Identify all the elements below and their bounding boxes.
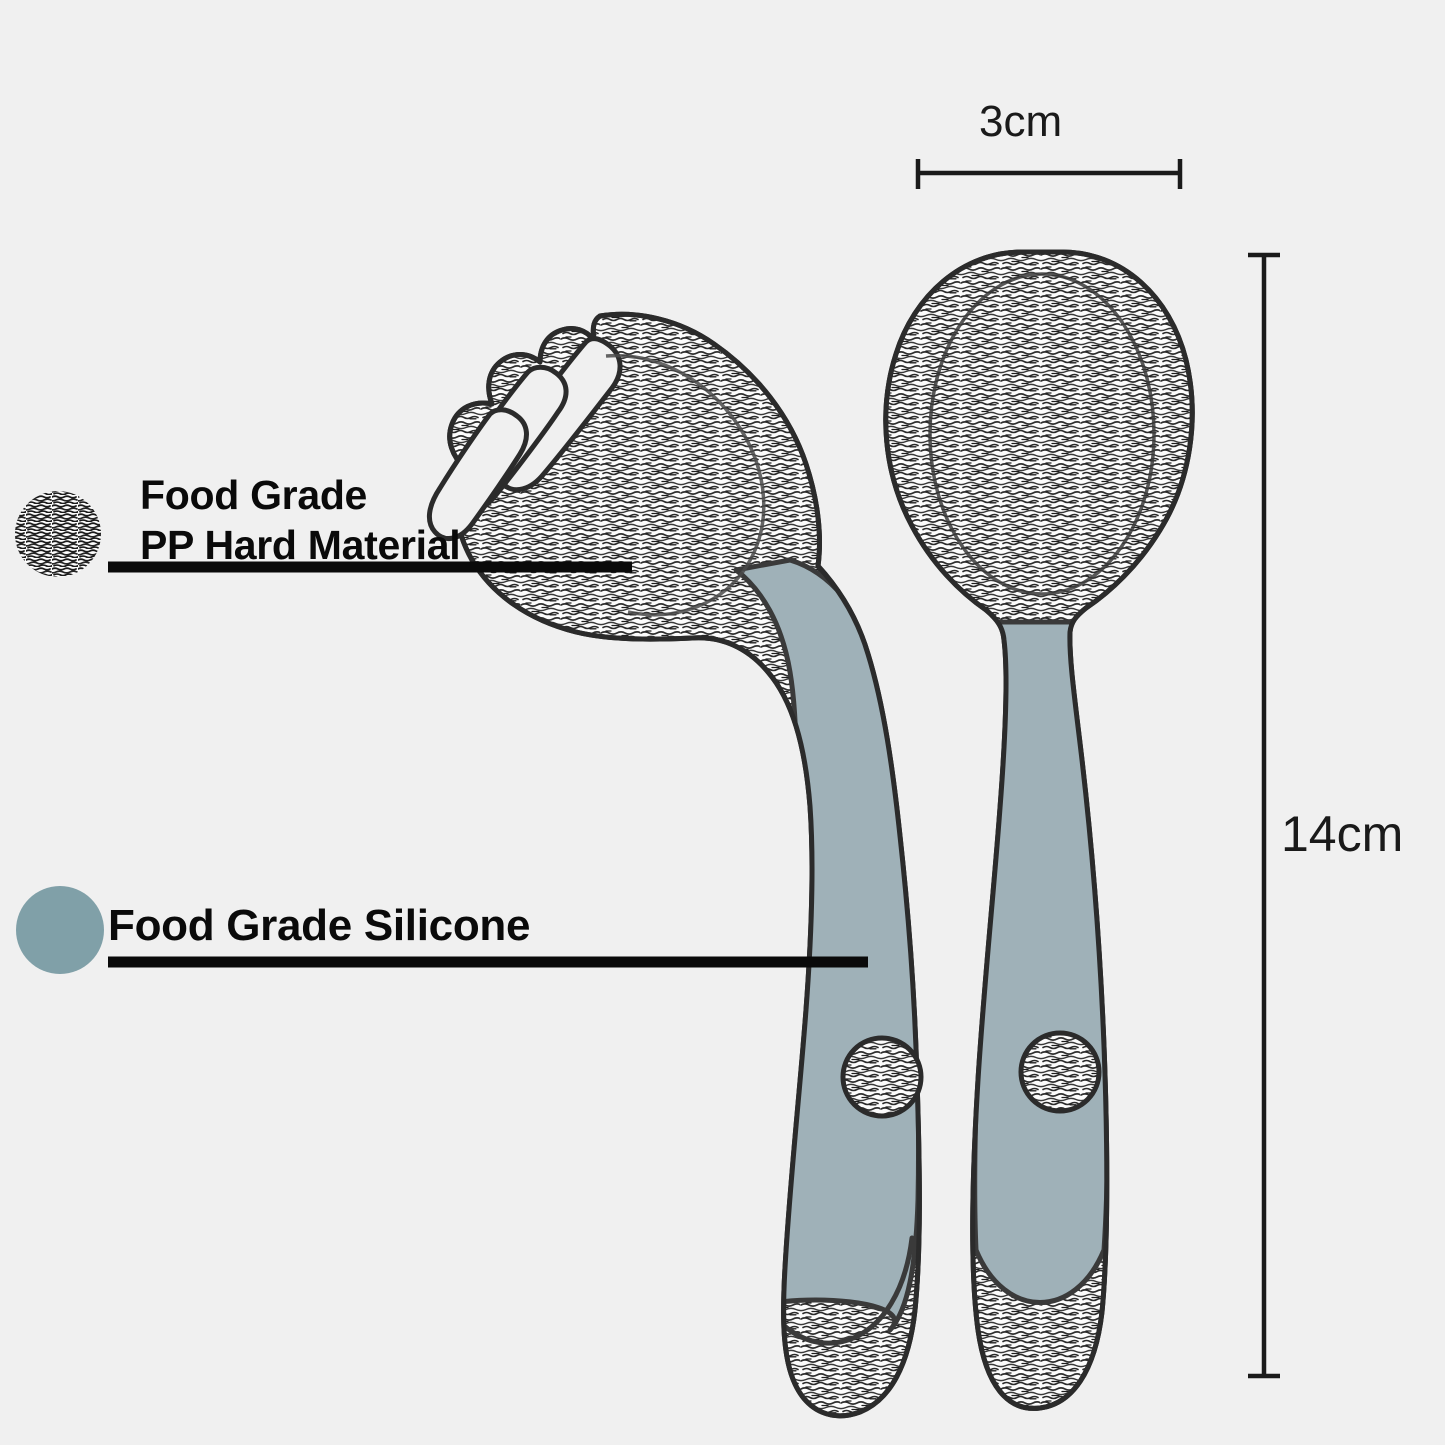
height-dimension-line <box>1248 252 1280 1379</box>
spoon-outline <box>883 249 1195 1411</box>
fork-outline <box>447 311 922 1419</box>
spoon-silicone-handle <box>972 619 1111 1305</box>
silicone-label: Food Grade Silicone <box>108 900 530 952</box>
width-dimension-line <box>915 159 1183 189</box>
silicone-swatch <box>16 886 104 974</box>
width-dimension-label: 3cm <box>979 97 1063 146</box>
pp-hard-material-label: Food Grade PP Hard Material <box>140 470 461 570</box>
spoon-handle-button <box>1018 1030 1102 1114</box>
pp-hard-material-swatch <box>15 491 101 577</box>
fork-silicone-handle <box>733 557 920 1346</box>
pp-label-line-2: PP Hard Material <box>140 522 461 568</box>
fork-head-inner-line <box>605 353 766 617</box>
silicone-label-line-1: Food Grade Silicone <box>108 901 531 950</box>
spoon-bowl-inner <box>928 272 1156 596</box>
fork-illustration <box>426 311 924 1419</box>
height-dimension-label: 14cm <box>1281 806 1404 862</box>
spoon-illustration <box>883 249 1195 1411</box>
fork-tine-slots <box>426 336 623 542</box>
fork-handle-button <box>840 1035 924 1119</box>
pp-label-line-1: Food Grade <box>140 472 368 518</box>
